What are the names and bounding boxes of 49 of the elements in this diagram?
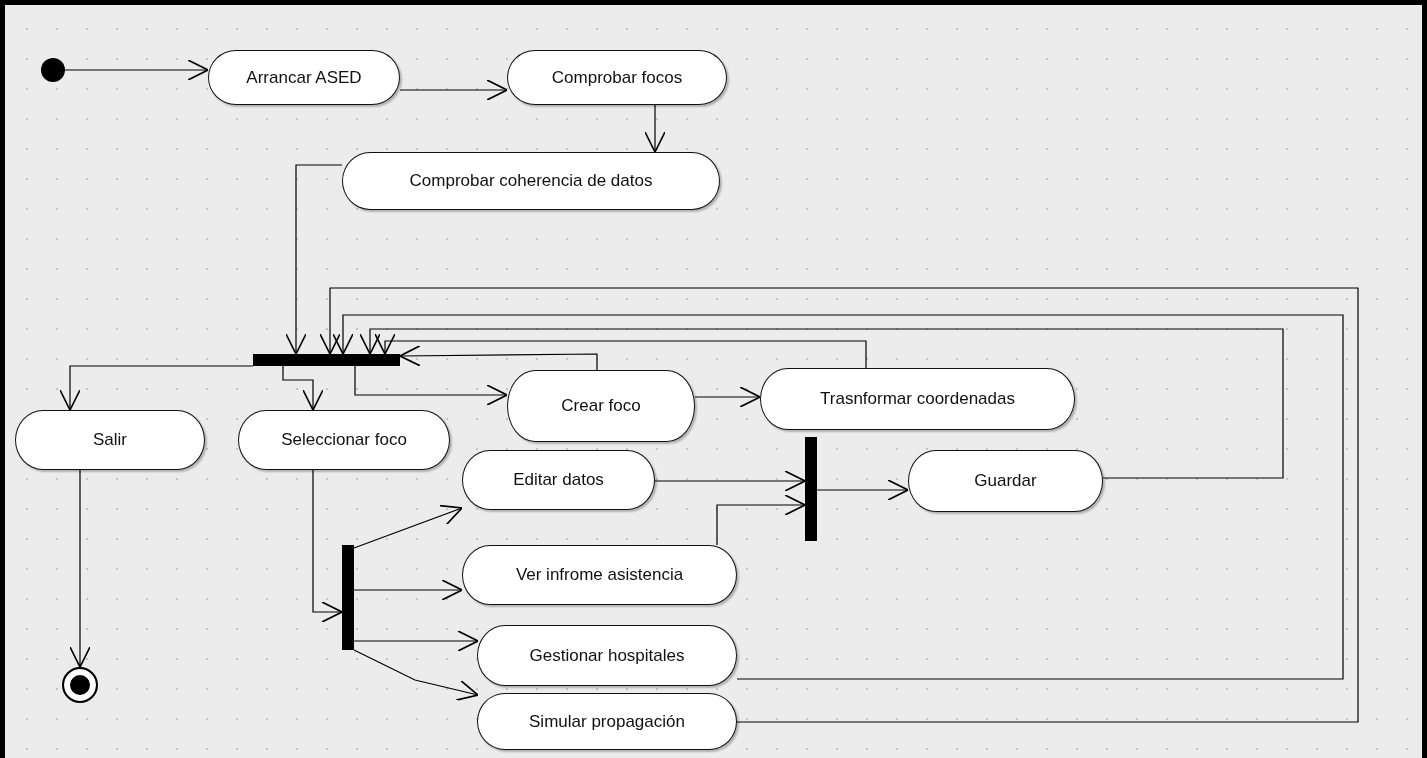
action-node bbox=[15, 410, 205, 470]
fork-bar bbox=[342, 545, 354, 650]
action-node bbox=[507, 370, 695, 442]
action-node bbox=[908, 450, 1103, 512]
action-node bbox=[208, 50, 400, 105]
action-label: Comprobar coherencia de datos bbox=[409, 171, 653, 191]
action-node bbox=[760, 368, 1075, 430]
action-label: Guardar bbox=[974, 471, 1037, 491]
arrow bbox=[353, 630, 479, 652]
action-node bbox=[507, 50, 727, 105]
arrow bbox=[312, 469, 343, 623]
action-label: Seleccionar foco bbox=[281, 430, 407, 450]
fork-bar bbox=[253, 354, 400, 366]
action-node bbox=[342, 152, 720, 210]
action-label: Comprobar focos bbox=[551, 67, 683, 88]
arrow bbox=[69, 469, 91, 668]
arrow bbox=[816, 479, 909, 501]
arrow bbox=[319, 287, 1359, 723]
action-label: Editar datos bbox=[513, 470, 604, 490]
arrow bbox=[399, 79, 508, 101]
arrow bbox=[374, 333, 867, 369]
arrow bbox=[353, 504, 463, 549]
arrow bbox=[644, 104, 666, 153]
action-node bbox=[462, 545, 737, 605]
action-label: Simular propagación bbox=[529, 711, 685, 732]
fork-bar bbox=[805, 437, 817, 541]
arrow bbox=[59, 365, 254, 411]
arrow bbox=[282, 365, 324, 411]
arrow bbox=[716, 494, 806, 546]
arrow bbox=[353, 579, 463, 601]
arrow bbox=[354, 365, 508, 406]
arrow bbox=[285, 164, 343, 355]
arrow bbox=[399, 344, 598, 371]
action-node bbox=[477, 625, 737, 686]
arrow bbox=[64, 59, 209, 81]
arrow bbox=[654, 470, 806, 492]
action-node bbox=[238, 410, 450, 470]
action-label: Crear foco bbox=[561, 396, 641, 416]
action-label: Arrancar ASED bbox=[246, 67, 362, 88]
arrow bbox=[353, 649, 479, 701]
action-node bbox=[462, 450, 655, 510]
action-label: Salir bbox=[93, 430, 127, 450]
arrow bbox=[694, 386, 761, 408]
action-label: Ver infrome asistencia bbox=[515, 565, 684, 585]
action-label: Gestionar hospitales bbox=[529, 645, 685, 666]
action-node bbox=[477, 693, 737, 750]
arrow bbox=[332, 314, 1344, 680]
action-label: Trasnformar coordenadas bbox=[820, 389, 1015, 409]
arrow bbox=[359, 328, 1284, 479]
